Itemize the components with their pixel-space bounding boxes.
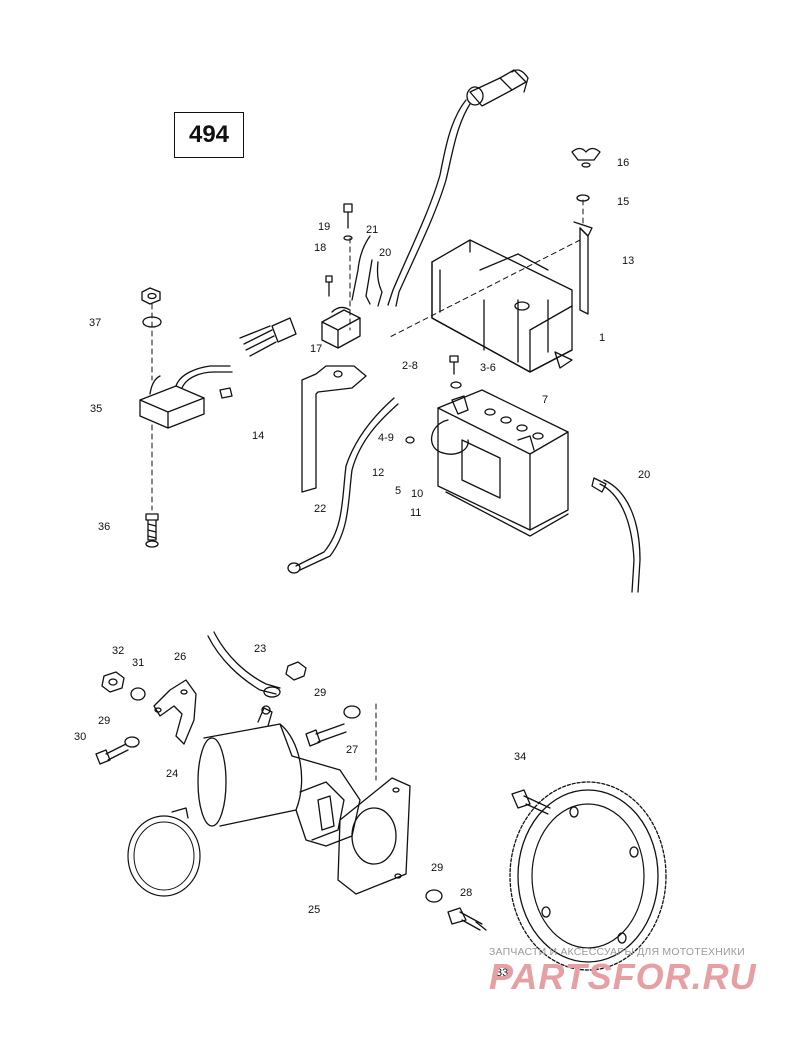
ring-gear	[509, 781, 667, 971]
wing-nut	[571, 147, 601, 168]
callout-7: 7	[542, 394, 549, 406]
leader-lines	[151, 199, 584, 781]
cable-23b	[213, 631, 281, 689]
callout-17: 17	[310, 343, 323, 355]
callout-32: 32	[112, 645, 125, 657]
nut-23	[285, 661, 307, 681]
callout-29-left: 29	[98, 715, 111, 727]
bolt-19	[343, 203, 353, 229]
cable-23	[207, 635, 277, 695]
nut-37	[141, 287, 161, 305]
callout-24: 24	[166, 768, 179, 780]
callout-10: 10	[411, 488, 424, 500]
battery	[437, 389, 569, 537]
cable-22-lug	[287, 562, 301, 574]
callout-5: 5	[395, 485, 402, 497]
bracket-14	[301, 365, 367, 493]
solenoid-relay	[321, 306, 361, 349]
callout-4-9: 4-9	[378, 432, 394, 444]
washer-31	[130, 687, 146, 701]
key-switch-harness-2	[395, 103, 471, 307]
harness-connector	[239, 317, 297, 357]
callout-16: 16	[617, 157, 630, 169]
bolt-34	[511, 789, 551, 815]
bolt-27	[305, 723, 347, 747]
callout-28: 28	[460, 887, 473, 899]
battery-box	[431, 239, 573, 373]
cable-20-right	[599, 483, 635, 593]
bolt-28	[447, 907, 487, 931]
callout-2-8: 2-8	[402, 360, 418, 372]
cable-21	[351, 235, 371, 301]
voltage-regulator	[139, 365, 233, 429]
bolt-30	[95, 743, 129, 765]
callout-30: 30	[74, 731, 87, 743]
callout-26: 26	[174, 651, 187, 663]
washer-37	[142, 316, 162, 328]
bolt-small	[325, 275, 333, 297]
callout-22: 22	[314, 503, 327, 515]
callout-21: 21	[366, 224, 379, 236]
washer-18	[343, 235, 353, 241]
page-number-box: 494	[174, 112, 244, 158]
callout-20-right: 20	[638, 469, 651, 481]
cable-20	[376, 261, 383, 307]
key-switch	[466, 69, 529, 107]
cable-22b	[295, 397, 395, 567]
cable-20-right-end	[591, 477, 607, 493]
bolt-2-8	[449, 355, 459, 375]
washer-29-right	[343, 705, 361, 719]
hose-clamp	[127, 807, 201, 897]
callout-1: 1	[599, 332, 606, 344]
cable-20-right-b	[603, 479, 641, 593]
callout-36: 36	[98, 521, 111, 533]
starter-motor	[197, 705, 361, 847]
callout-29-bottom: 29	[431, 862, 444, 874]
callout-3-6: 3-6	[480, 362, 496, 374]
vent-tube	[430, 419, 469, 455]
washer-29-left	[124, 736, 140, 748]
callout-13: 13	[622, 255, 635, 267]
callout-12: 12	[372, 467, 385, 479]
callout-23: 23	[254, 643, 267, 655]
watermark-logo: PARTSFOR.RU	[489, 956, 757, 997]
callout-14: 14	[252, 430, 265, 442]
callout-33: 33	[496, 967, 509, 979]
washer-3-6	[450, 381, 462, 389]
retaining-rod	[573, 221, 593, 315]
nut-4-9	[405, 436, 415, 444]
callout-27: 27	[346, 744, 359, 756]
nut-32	[101, 671, 125, 693]
cable-23-lug	[263, 686, 281, 698]
callout-18: 18	[314, 242, 327, 254]
callout-11: 11	[410, 507, 422, 519]
screw-36	[145, 513, 159, 548]
callout-25: 25	[308, 904, 321, 916]
watermark-text: ЗАПЧАСТИ И АКСЕССУАРЫ ДЛЯ МОТОТЕХНИКИ	[489, 946, 745, 958]
support-26	[153, 679, 197, 745]
key-switch-harness	[387, 99, 467, 306]
mount-plate-25	[337, 777, 411, 895]
callout-20-top: 20	[379, 247, 392, 259]
cable-20b	[365, 259, 373, 305]
cable-22	[299, 403, 399, 571]
callout-37: 37	[89, 317, 102, 329]
callout-19: 19	[318, 221, 331, 233]
callout-15: 15	[617, 196, 630, 208]
callout-29-right: 29	[314, 687, 327, 699]
callout-34: 34	[514, 751, 527, 763]
callout-35: 35	[90, 403, 103, 415]
callout-31: 31	[132, 657, 145, 669]
washer-29-bottom	[425, 889, 443, 903]
